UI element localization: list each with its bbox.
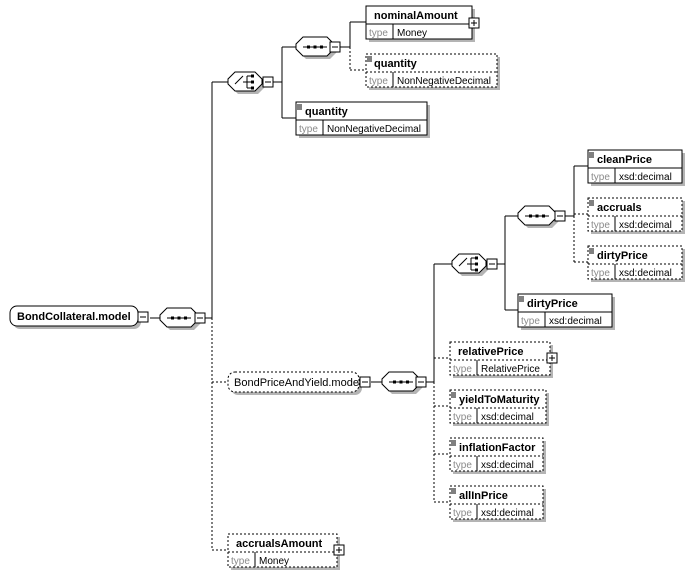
document-icon (451, 440, 456, 446)
type-value: xsd:decimal (619, 268, 672, 279)
type-key: type (453, 508, 472, 519)
type-value: xsd:decimal (481, 412, 534, 423)
type-key: type (521, 316, 540, 327)
type-key: type (453, 460, 472, 471)
type-value: xsd:decimal (619, 172, 672, 183)
type-value: xsd:decimal (481, 508, 534, 519)
document-icon (297, 104, 302, 110)
connector-lines (150, 21, 588, 551)
type-key: type (591, 220, 610, 231)
group-label: BondCollateral.model (17, 311, 131, 323)
element-label: inflationFactor (459, 442, 536, 454)
type-key: type (591, 268, 610, 279)
element-label: allInPrice (459, 490, 508, 502)
choice-compositor (227, 71, 265, 94)
element-label: accruals (597, 202, 642, 214)
expand-button[interactable] (333, 544, 345, 556)
expand-button[interactable] (546, 352, 558, 364)
group-bond-price-and-yield-model[interactable]: BondPriceAndYield.model (227, 371, 362, 395)
type-value: NonNegativeDecimal (327, 124, 421, 135)
element-all-in-price[interactable]: allInPrice type xsd:decimal (449, 485, 546, 522)
collapse-button[interactable] (486, 258, 498, 270)
type-value: RelativePrice (481, 364, 540, 375)
document-icon (589, 248, 594, 254)
sequence-compositor (517, 205, 559, 228)
element-dirty-price[interactable]: dirtyPrice type xsd:decimal (517, 293, 615, 330)
element-quantity-optional[interactable]: quantity type NonNegativeDecimal (365, 53, 500, 90)
collapse-button[interactable] (554, 210, 566, 222)
type-value: xsd:decimal (549, 316, 602, 327)
document-icon (589, 152, 594, 158)
collapse-button[interactable] (329, 41, 341, 53)
type-key: type (369, 76, 388, 87)
document-icon (451, 392, 456, 398)
type-key: type (591, 172, 610, 183)
sequence-compositor (381, 371, 423, 394)
element-dirty-price-optional[interactable]: dirtyPrice type xsd:decimal (587, 245, 685, 282)
element-label: cleanPrice (597, 154, 652, 166)
expand-button[interactable] (468, 17, 480, 29)
element-label: relativePrice (458, 346, 523, 358)
element-accruals-amount[interactable]: accrualsAmount type Money (227, 533, 340, 570)
element-label: quantity (374, 58, 418, 70)
type-value: Money (259, 556, 289, 567)
document-icon (519, 296, 524, 302)
element-yield-to-maturity[interactable]: yieldToMaturity type xsd:decimal (449, 389, 549, 426)
sequence-compositor (295, 36, 337, 59)
document-icon (451, 488, 456, 494)
element-label: quantity (305, 106, 349, 118)
element-clean-price[interactable]: cleanPrice type xsd:decimal (587, 149, 685, 186)
sequence-compositor (159, 307, 201, 330)
collapse-button[interactable] (359, 376, 371, 388)
type-key: type (453, 364, 472, 375)
element-nominal-amount[interactable]: nominalAmount type Money (365, 5, 475, 42)
element-label: yieldToMaturity (459, 394, 540, 406)
group-bond-collateral-model[interactable]: BondCollateral.model (9, 305, 141, 329)
type-key: type (299, 124, 318, 135)
collapse-button[interactable] (262, 76, 274, 88)
element-quantity[interactable]: quantity type NonNegativeDecimal (295, 101, 430, 138)
element-label: nominalAmount (374, 10, 458, 22)
group-label: BondPriceAndYield.model (234, 377, 361, 389)
collapse-button[interactable] (415, 376, 427, 388)
element-label: dirtyPrice (597, 250, 648, 262)
choice-compositor (451, 253, 489, 276)
document-icon (589, 200, 594, 206)
element-label: accrualsAmount (236, 538, 323, 550)
collapse-button[interactable] (137, 311, 149, 323)
type-key: type (453, 412, 472, 423)
collapse-button[interactable] (194, 312, 206, 324)
element-label: dirtyPrice (527, 298, 578, 310)
type-key: type (231, 556, 250, 567)
element-relative-price[interactable]: relativePrice type RelativePrice (449, 341, 553, 378)
type-value: xsd:decimal (619, 220, 672, 231)
type-key: type (369, 28, 388, 39)
type-value: Money (397, 28, 427, 39)
document-icon (367, 56, 372, 62)
element-accruals[interactable]: accruals type xsd:decimal (587, 197, 685, 234)
type-value: NonNegativeDecimal (397, 76, 491, 87)
element-inflation-factor[interactable]: inflationFactor type xsd:decimal (449, 437, 546, 474)
type-value: xsd:decimal (481, 460, 534, 471)
